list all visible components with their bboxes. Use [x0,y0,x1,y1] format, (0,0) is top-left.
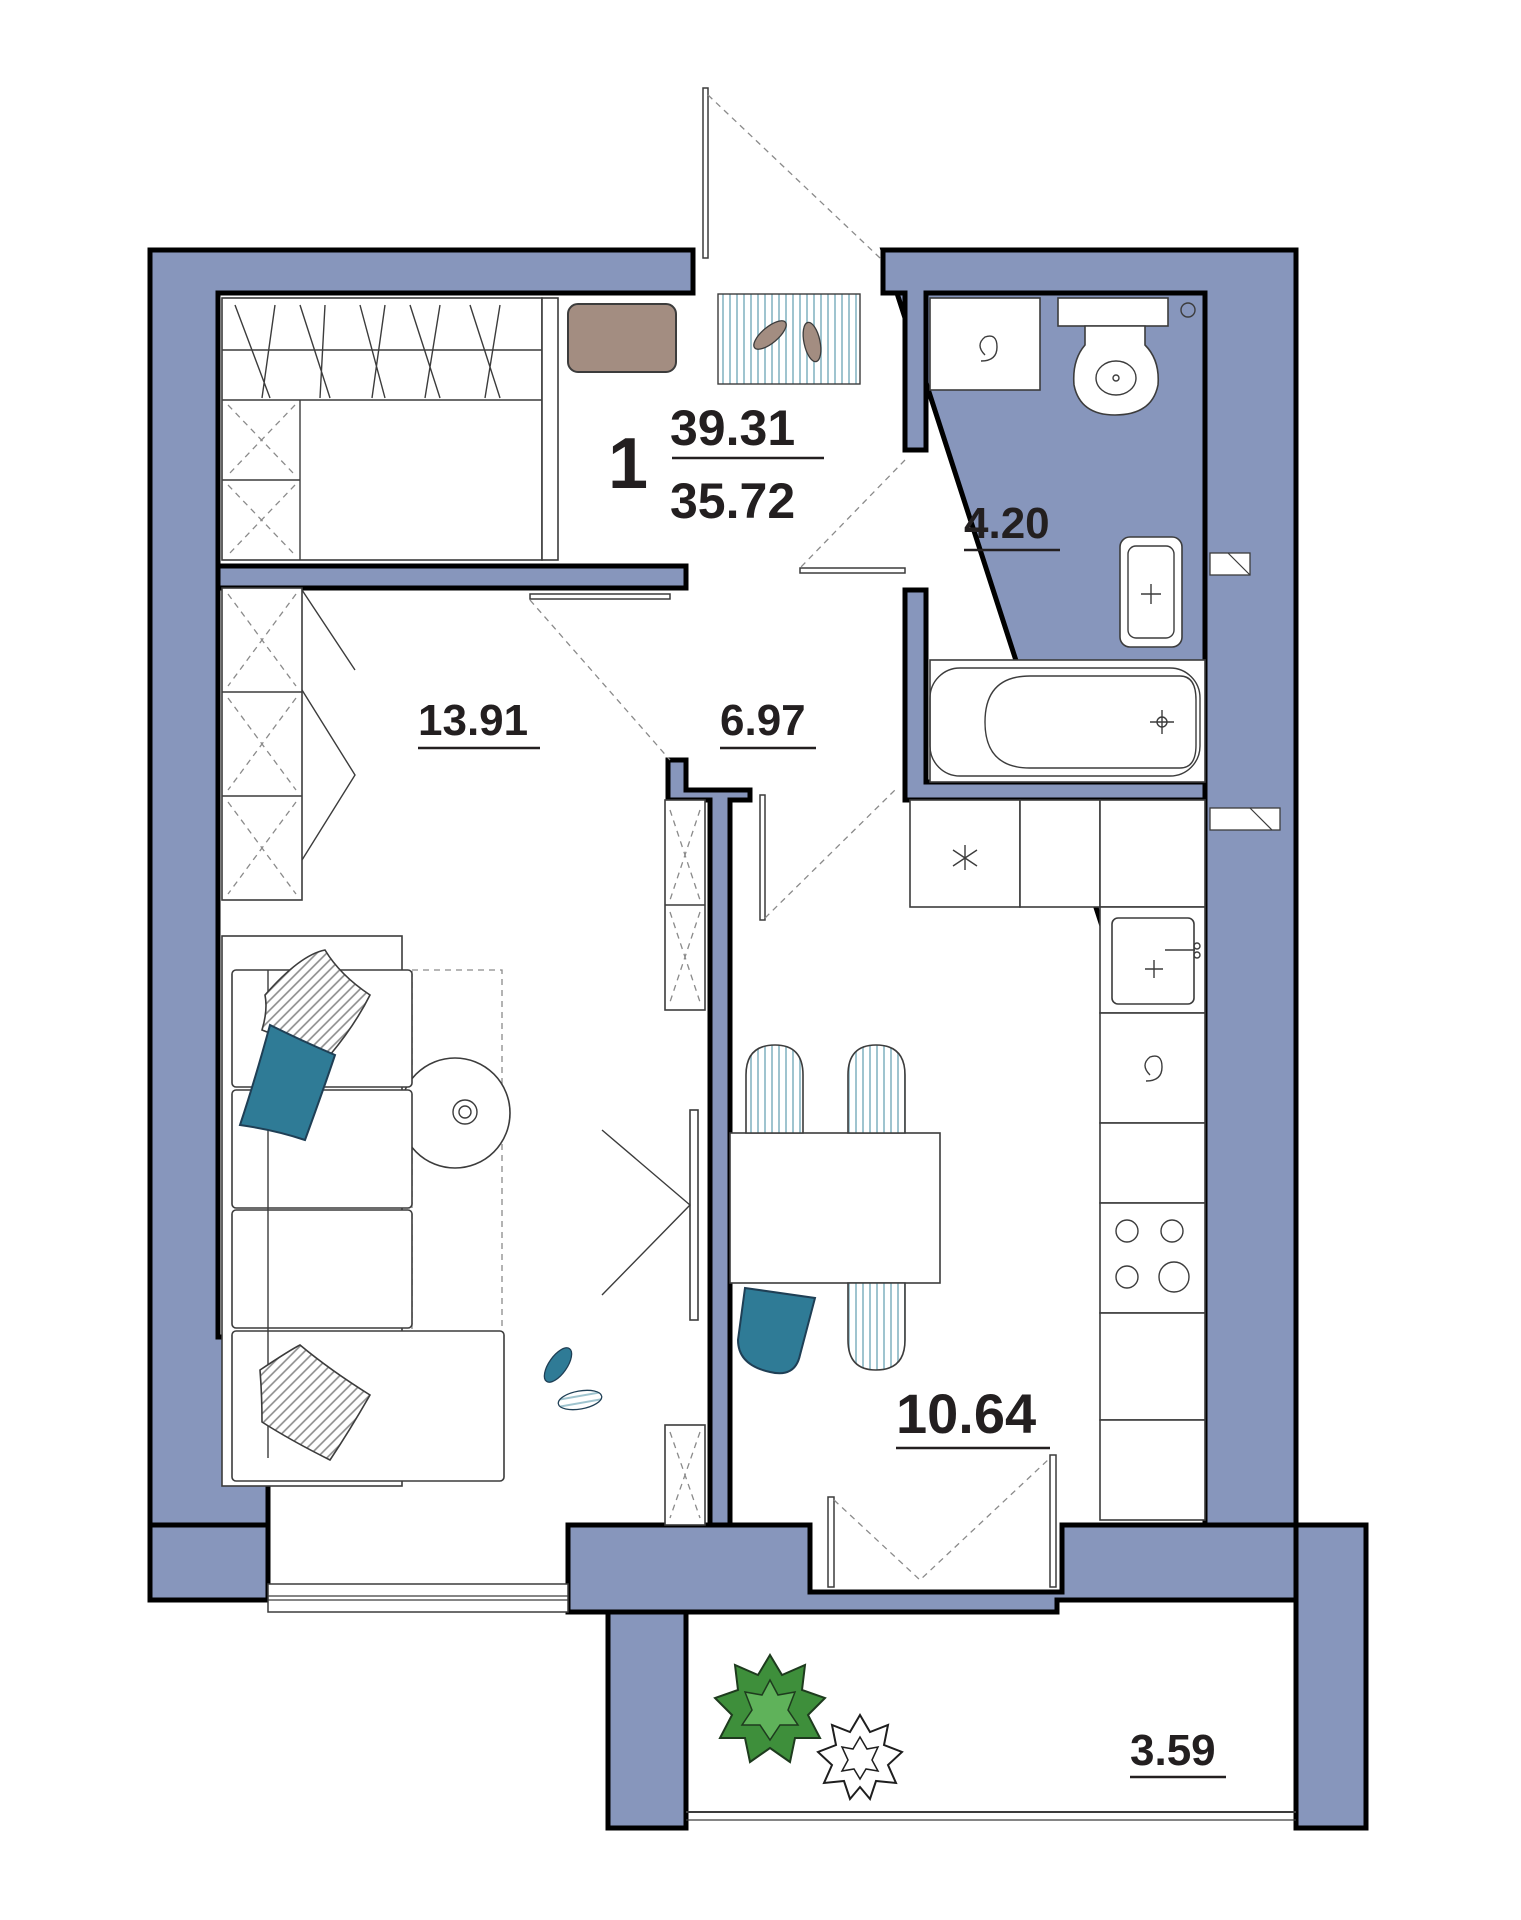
balcony-door-left [827,1496,835,1588]
window-living [267,1583,569,1613]
kitchen-furniture [729,799,1206,1521]
living-room-area-label: 13.91 [418,696,528,745]
total-area-label: 39.31 [670,400,795,456]
kitchen-cabinet [1099,1122,1206,1204]
slipper-icon [543,1347,573,1383]
wardrobe [221,297,543,561]
rooms-count-label: 1 [608,424,648,504]
kitchen-cabinet [1099,1419,1206,1521]
dining-table [729,1132,941,1284]
living-area-label: 35.72 [670,473,795,529]
bathroom-door [799,567,906,574]
entrance-door [702,87,709,259]
labels: 1 39.31 35.72 4.20 13.91 6.97 10.64 3.59 [418,400,1226,1779]
toilet [1072,325,1160,416]
wall-closet-living [215,563,689,591]
windows [267,552,1281,1613]
kitchen-cabinet [1099,799,1206,908]
entrance-rug [717,293,861,385]
pillow-icon [259,1344,372,1462]
vent-bathroom [1209,552,1251,576]
dishwasher [1099,1012,1206,1124]
wall-bottom-left [147,1522,271,1603]
balcony-wall-left [605,1609,689,1831]
balcony-walls [605,1522,1369,1831]
chair-teal-icon [736,1286,817,1375]
snowflake-icon [952,845,978,870]
kitchen-cabinet [1099,1312,1206,1421]
spiral-icon [979,335,998,362]
closet-zone [221,293,861,561]
slipper-icon [753,320,787,350]
kitchen-cabinet [1019,799,1101,908]
vent-kitchen [1209,807,1281,831]
balcony-area-label: 3.59 [1130,1726,1216,1775]
kitchen-area-label: 10.64 [896,1382,1036,1445]
plant-white-icon [816,1713,904,1802]
burner-icon [1158,1261,1190,1293]
living-door [529,593,671,600]
doors [529,87,1057,1588]
hallway-area-label: 6.97 [720,696,806,745]
walls [147,247,1369,1831]
bathroom-fixtures [929,297,1206,783]
chair-icon [847,1044,906,1134]
burner-icon [1115,1265,1139,1289]
toilet-tank [1057,297,1169,327]
bathroom-area-label: 4.20 [964,499,1050,548]
slipper-icon [557,1389,603,1411]
bathtub [929,659,1206,783]
plant-green-icon [713,1653,827,1764]
living-room-furniture [221,587,706,1526]
balcony-plants [713,1653,904,1802]
chair-icon [745,1044,804,1134]
washing-machine [929,297,1041,391]
doormat [567,303,677,373]
shelf-unit-low [664,1424,706,1526]
pillow-teal-icon [238,1023,337,1142]
slipper-icon [802,321,822,363]
closet-panel [541,297,559,561]
balcony-door-right [1049,1454,1057,1588]
balcony-wall-right [1293,1522,1369,1831]
coffee-table [399,1057,511,1169]
kitchen-sink [1111,917,1195,1005]
rug-outline [411,969,503,1341]
tv [689,1109,699,1321]
burner-icon [1115,1219,1139,1243]
stove [1099,1202,1206,1314]
burner-icon [1160,1219,1184,1243]
spiral-icon [1144,1055,1163,1082]
chair-icon [847,1282,906,1371]
pillow-icon [261,949,372,1056]
kitchen-door [759,794,766,921]
